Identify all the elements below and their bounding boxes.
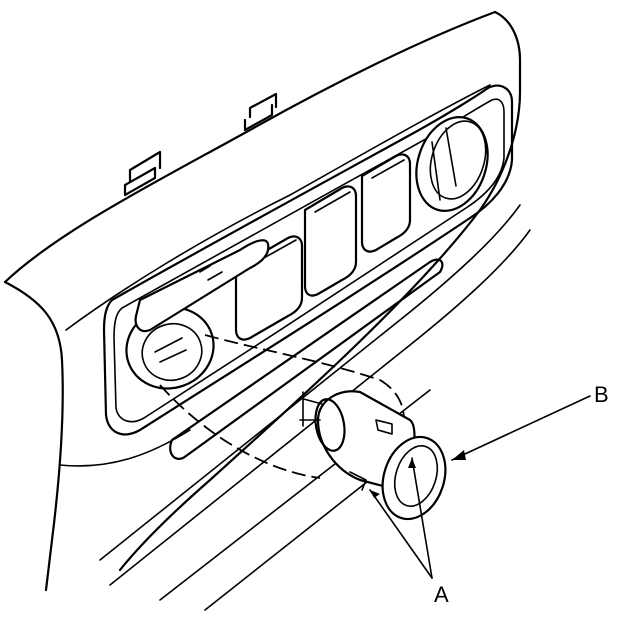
callouts — [369, 395, 591, 579]
lighter-plug — [134, 239, 270, 333]
switch-button-3 — [360, 153, 412, 253]
leader-line-a1 — [369, 489, 433, 579]
arrowhead-b — [452, 450, 466, 460]
dashboard-panel — [3, 10, 531, 611]
round-knob — [415, 116, 489, 212]
arrowhead-a2 — [408, 458, 416, 468]
leader-line-a2 — [411, 457, 433, 579]
label-a: A — [434, 582, 449, 607]
switch-bezel — [102, 84, 514, 436]
switch-button-2 — [303, 185, 358, 297]
arrowhead-a1 — [370, 490, 380, 498]
lighter-socket-housing — [299, 390, 447, 521]
label-b: B — [594, 382, 609, 407]
leader-line-b — [451, 395, 591, 461]
lower-slot — [169, 258, 444, 460]
switch-buttons — [169, 116, 489, 460]
